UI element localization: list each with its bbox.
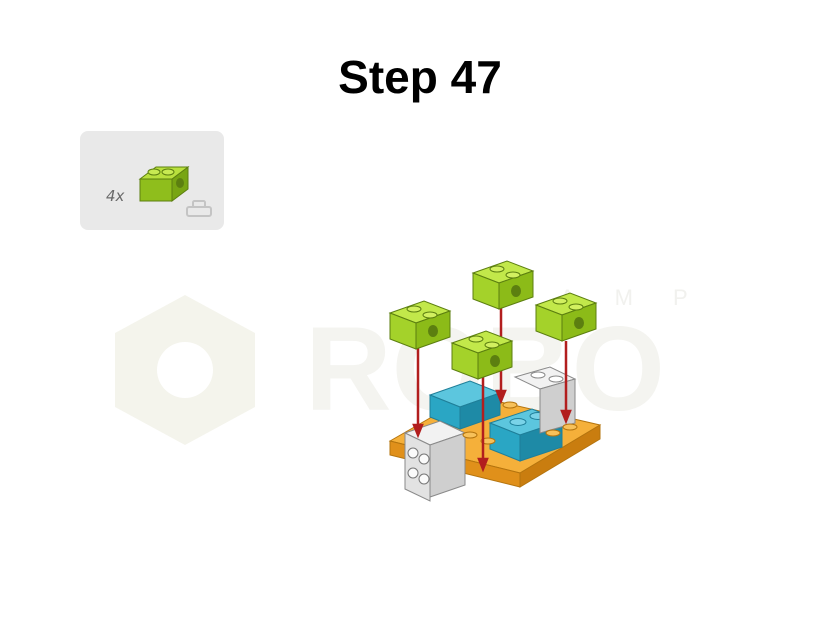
parts-callout: 4x (80, 131, 224, 230)
lime-technic-brick-icon (138, 166, 190, 202)
lime-brick-left (388, 300, 452, 350)
white-bracket-front (403, 420, 467, 502)
assembly-model-illustration (388, 260, 602, 502)
lime-brick-right (534, 292, 598, 342)
lime-brick-center (450, 330, 514, 380)
brick-outline-icon (186, 200, 212, 217)
lime-brick-top (471, 260, 535, 310)
step-title: Step 47 (338, 51, 502, 103)
part-quantity: 4x (106, 187, 125, 205)
